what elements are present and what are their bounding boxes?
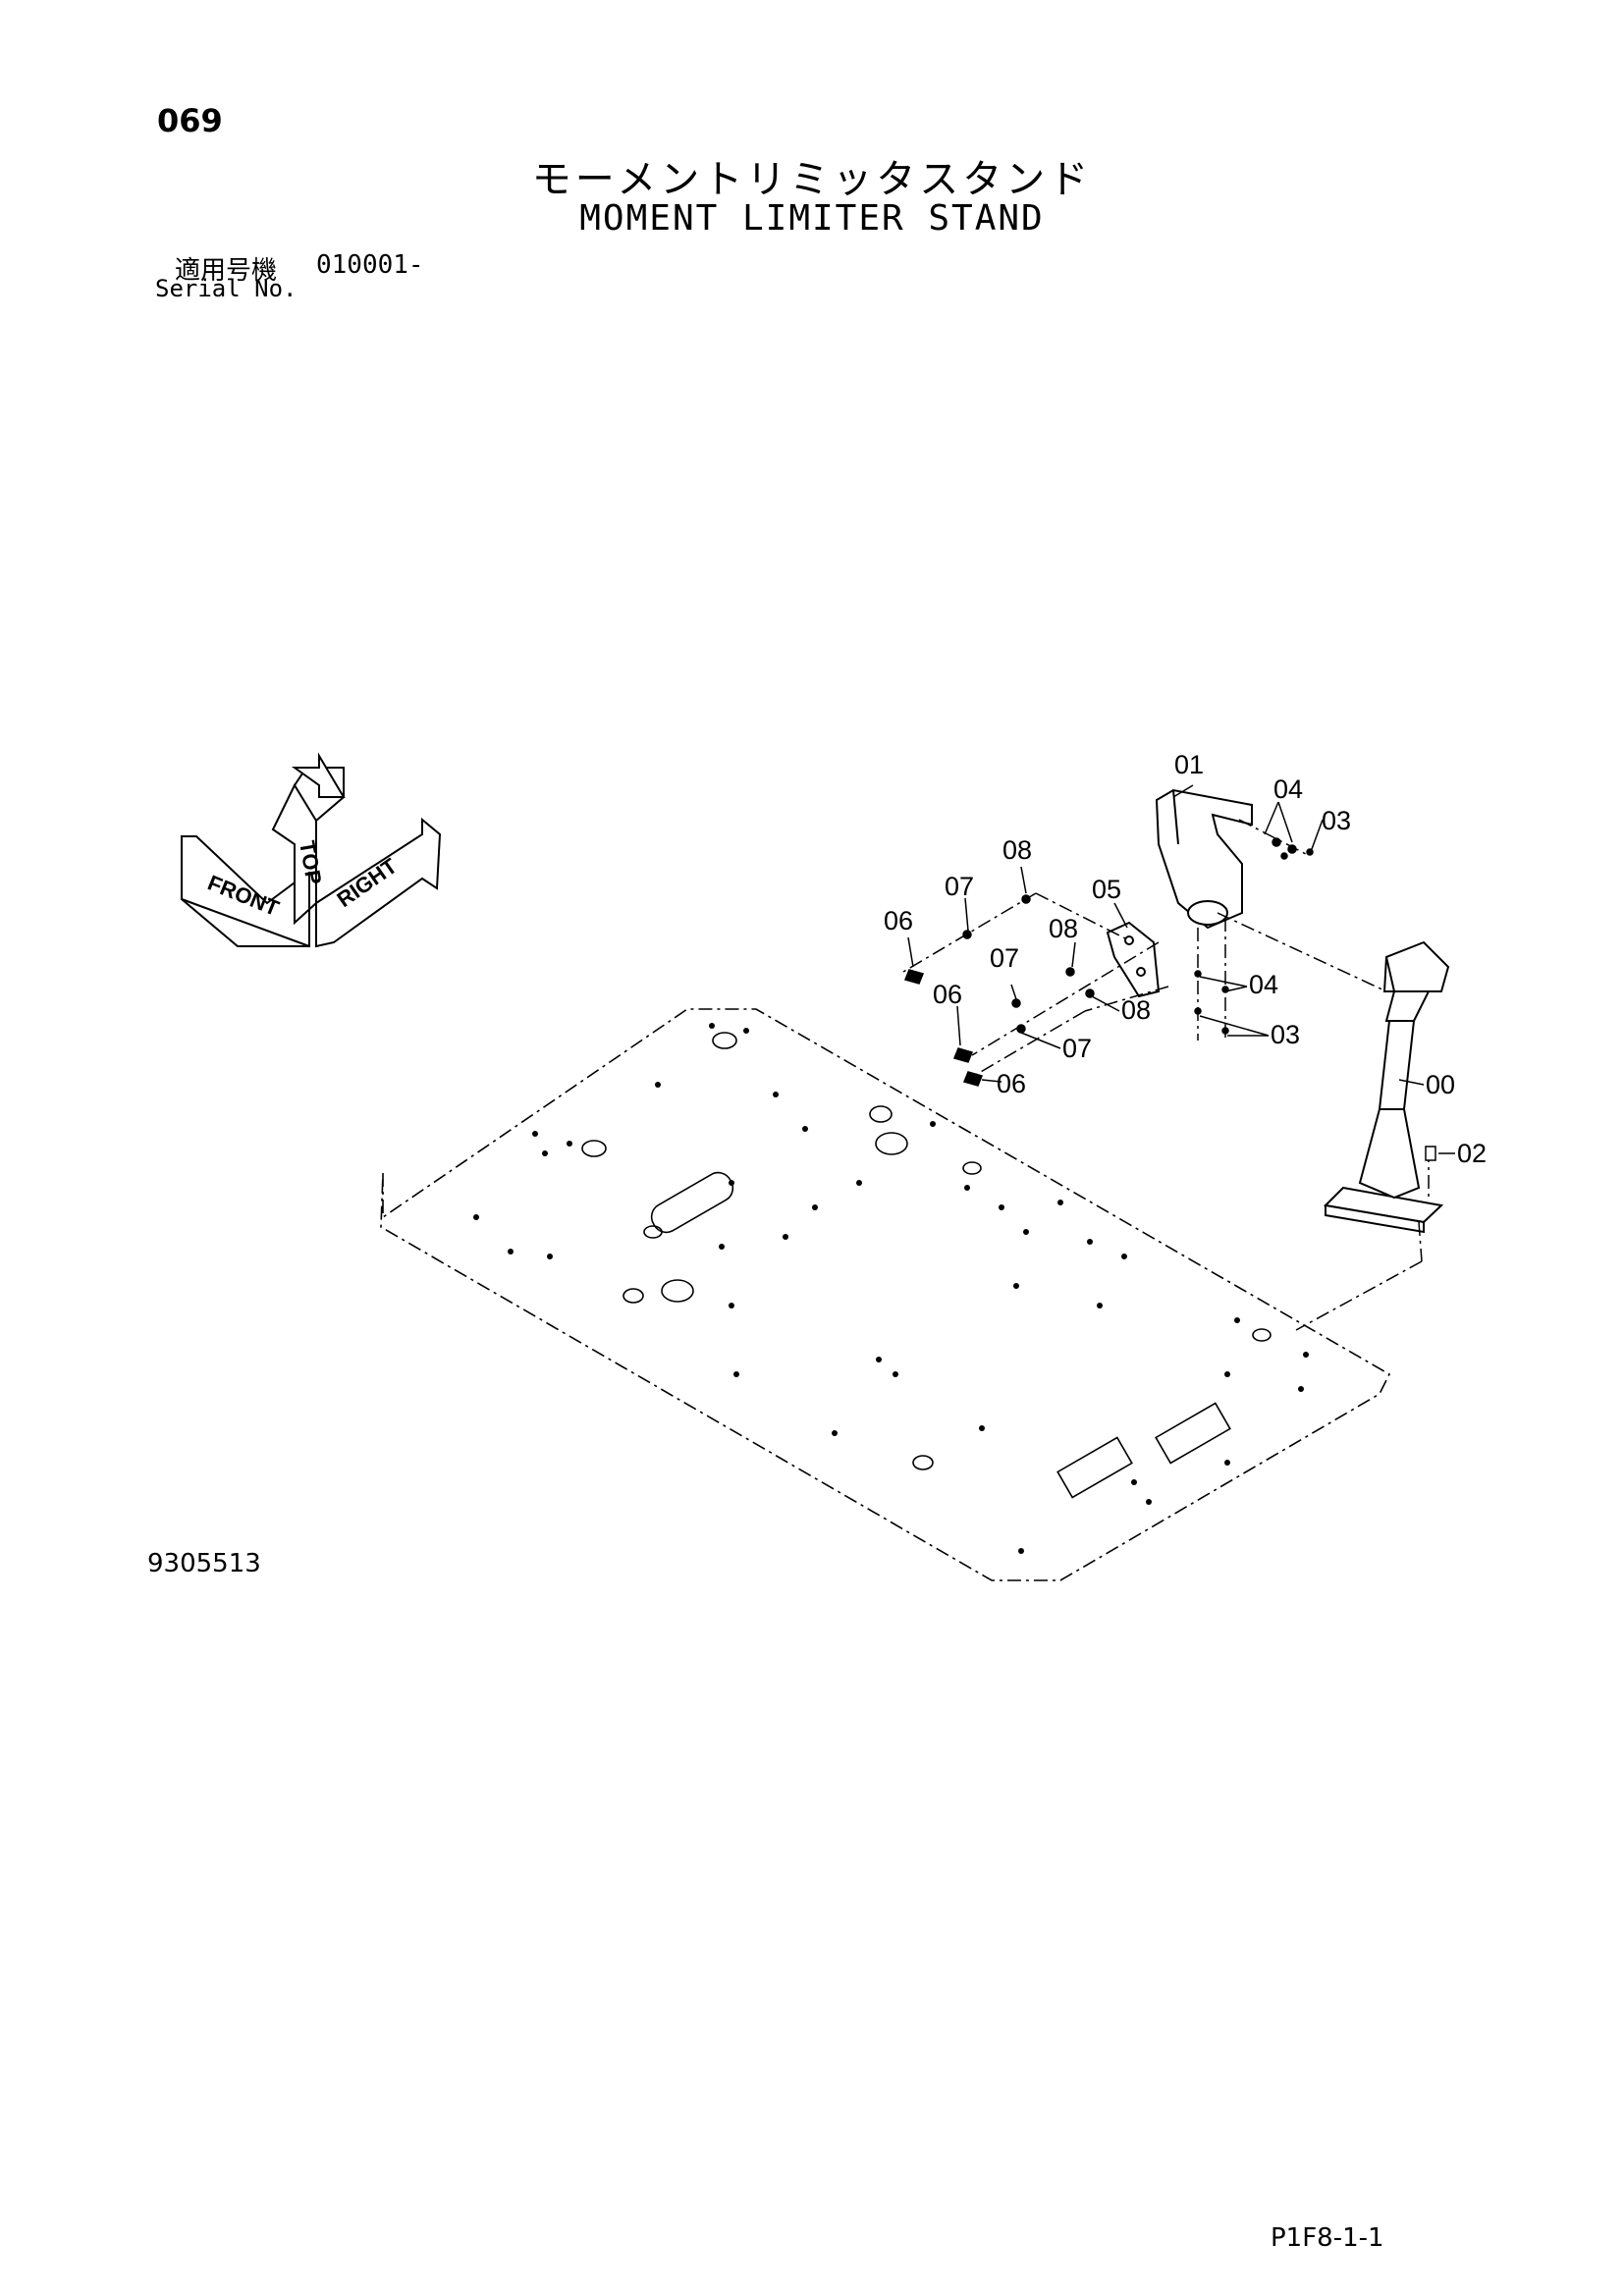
stand-post <box>1323 940 1450 1234</box>
callout-05: 05 <box>1092 875 1121 904</box>
callout-07: 07 <box>945 872 974 901</box>
floor-plate-outline <box>380 1008 1391 1581</box>
page-title-english: MOMENT LIMITER STAND <box>579 198 1045 239</box>
page-number: 069 <box>157 102 223 139</box>
callout-07: 07 <box>1062 1034 1092 1063</box>
bolt-02 <box>1425 1146 1436 1161</box>
wing-nut <box>962 1071 984 1087</box>
stand-foot <box>1358 1108 1421 1200</box>
plate-window <box>1155 1402 1231 1465</box>
callout-08: 08 <box>1049 914 1078 943</box>
plate-05 <box>1106 921 1161 998</box>
floor-plate <box>380 1008 1391 1581</box>
callout-08: 08 <box>1002 835 1032 865</box>
callout-01: 01 <box>1174 750 1204 779</box>
callout-06: 06 <box>933 980 962 1009</box>
page-code: P1F8-1-1 <box>1271 2223 1384 2253</box>
callout-06: 06 <box>884 906 913 935</box>
page-title-japanese: モーメントリミッタスタンド <box>531 157 1093 202</box>
callout-03: 03 <box>1271 1020 1300 1049</box>
serial-label-english: Serial No. <box>155 275 298 302</box>
callout-04: 04 <box>1273 774 1303 804</box>
bracket-body <box>1155 788 1253 930</box>
plate-window <box>1056 1436 1133 1499</box>
wing-nut <box>903 969 925 985</box>
leader-lines <box>907 784 1455 1154</box>
callout-02: 02 <box>1457 1139 1487 1168</box>
callout-04: 04 <box>1249 970 1278 999</box>
drawing-number: 9305513 <box>147 1549 261 1578</box>
plate-holes <box>473 1023 1309 1554</box>
alignment-lines <box>902 819 1430 1331</box>
top-arrow-head <box>291 752 346 798</box>
plate-slot <box>650 1171 734 1234</box>
stand-bracket-top <box>1382 940 1450 992</box>
callout-06: 06 <box>997 1069 1026 1098</box>
callout-00: 00 <box>1426 1070 1455 1099</box>
callout-07: 07 <box>990 943 1019 973</box>
callout-08: 08 <box>1121 995 1151 1025</box>
bracket <box>1155 788 1253 930</box>
callout-03: 03 <box>1322 806 1351 835</box>
orientation-indicator: FRONT TOP RIGHT <box>181 752 442 948</box>
wing-nut <box>952 1047 974 1063</box>
plate-05-body <box>1106 921 1161 998</box>
serial-label-japanese: 適用号機 <box>175 256 278 286</box>
right-arrow <box>315 817 442 948</box>
serial-value: 010001- <box>316 250 424 280</box>
fasteners <box>903 837 1436 1161</box>
stand-column <box>1378 1020 1416 1110</box>
bracket-hole <box>1187 900 1228 926</box>
